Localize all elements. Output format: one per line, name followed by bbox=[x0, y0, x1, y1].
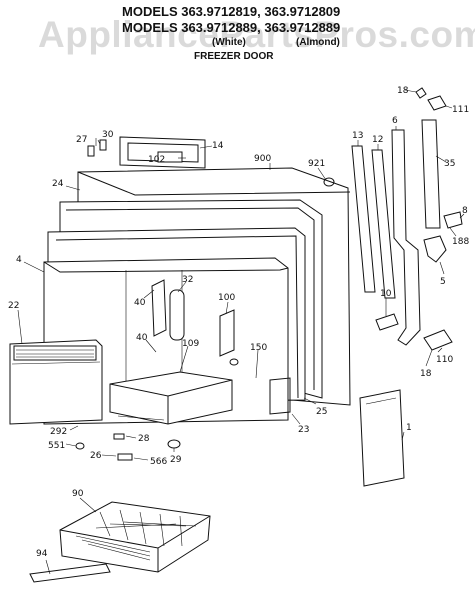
callout-18: 18 bbox=[397, 86, 409, 96]
callout-150: 150 bbox=[250, 343, 267, 353]
part-hinge-strip-6 bbox=[391, 129, 421, 346]
callout-25: 25 bbox=[316, 407, 327, 417]
callout-23: 23 bbox=[298, 425, 309, 435]
callout-8: 8 bbox=[462, 206, 468, 216]
callout-6: 6 bbox=[392, 116, 398, 126]
part-hinge-5 bbox=[423, 235, 447, 263]
callout-4: 4 bbox=[16, 255, 22, 265]
callout-551: 551 bbox=[48, 441, 65, 451]
callout-90: 90 bbox=[72, 489, 84, 499]
models-line-2: MODELS 363.9712889, 363.9712889 bbox=[122, 20, 341, 35]
callout-labels: 18 111 13 12 6 35 30 27 14 102 900 921 2… bbox=[8, 86, 469, 559]
variant-white: (White) bbox=[212, 37, 246, 48]
part-hinge-110 bbox=[423, 329, 453, 351]
callout-18-bottom: 18 bbox=[420, 369, 432, 379]
callout-24: 24 bbox=[52, 179, 64, 189]
callout-29: 29 bbox=[170, 455, 182, 465]
part-clip-111 bbox=[427, 95, 447, 111]
callout-111: 111 bbox=[452, 105, 469, 115]
models-line-1: MODELS 363.9712819, 363.9712809 bbox=[122, 4, 341, 19]
callout-102: 102 bbox=[148, 155, 165, 165]
callout-94: 94 bbox=[36, 549, 48, 559]
callout-35: 35 bbox=[444, 159, 455, 169]
callout-292: 292 bbox=[50, 427, 67, 437]
part-trim-94 bbox=[29, 563, 111, 583]
callout-27: 27 bbox=[76, 135, 87, 145]
callout-13: 13 bbox=[352, 131, 363, 141]
callout-921: 921 bbox=[308, 159, 325, 169]
callout-900: 900 bbox=[254, 154, 271, 164]
callout-12: 12 bbox=[372, 135, 383, 145]
callout-26: 26 bbox=[90, 451, 102, 461]
callout-566: 566 bbox=[150, 457, 167, 467]
part-strip-13 bbox=[351, 145, 376, 293]
callout-40-top: 40 bbox=[134, 298, 146, 308]
section-title: FREEZER DOOR bbox=[194, 51, 274, 62]
callout-110: 110 bbox=[436, 355, 453, 365]
part-handle-14 bbox=[119, 136, 206, 169]
callout-30: 30 bbox=[102, 130, 114, 140]
part-pin-18-top bbox=[415, 87, 427, 99]
callout-188: 188 bbox=[452, 237, 469, 247]
part-front-panel-22 bbox=[9, 339, 103, 425]
part-fasteners bbox=[75, 139, 239, 461]
part-panel-1 bbox=[359, 389, 405, 487]
part-bracket-10 bbox=[375, 313, 399, 331]
callout-109: 109 bbox=[182, 339, 199, 349]
callout-40-bottom: 40 bbox=[136, 333, 148, 343]
part-drawer-90 bbox=[59, 501, 211, 573]
callout-32: 32 bbox=[182, 275, 193, 285]
part-strip-35 bbox=[421, 119, 441, 229]
part-bracket-188 bbox=[443, 211, 463, 229]
callout-100: 100 bbox=[218, 293, 235, 303]
callout-28: 28 bbox=[138, 434, 150, 444]
leader-lines bbox=[17, 89, 465, 575]
callout-1: 1 bbox=[406, 423, 412, 433]
variant-almond: (Almond) bbox=[296, 37, 340, 48]
callout-5: 5 bbox=[440, 277, 446, 287]
callout-22: 22 bbox=[8, 301, 19, 311]
part-strip-12 bbox=[371, 149, 396, 299]
callout-14: 14 bbox=[212, 141, 224, 151]
callout-10: 10 bbox=[380, 289, 392, 299]
